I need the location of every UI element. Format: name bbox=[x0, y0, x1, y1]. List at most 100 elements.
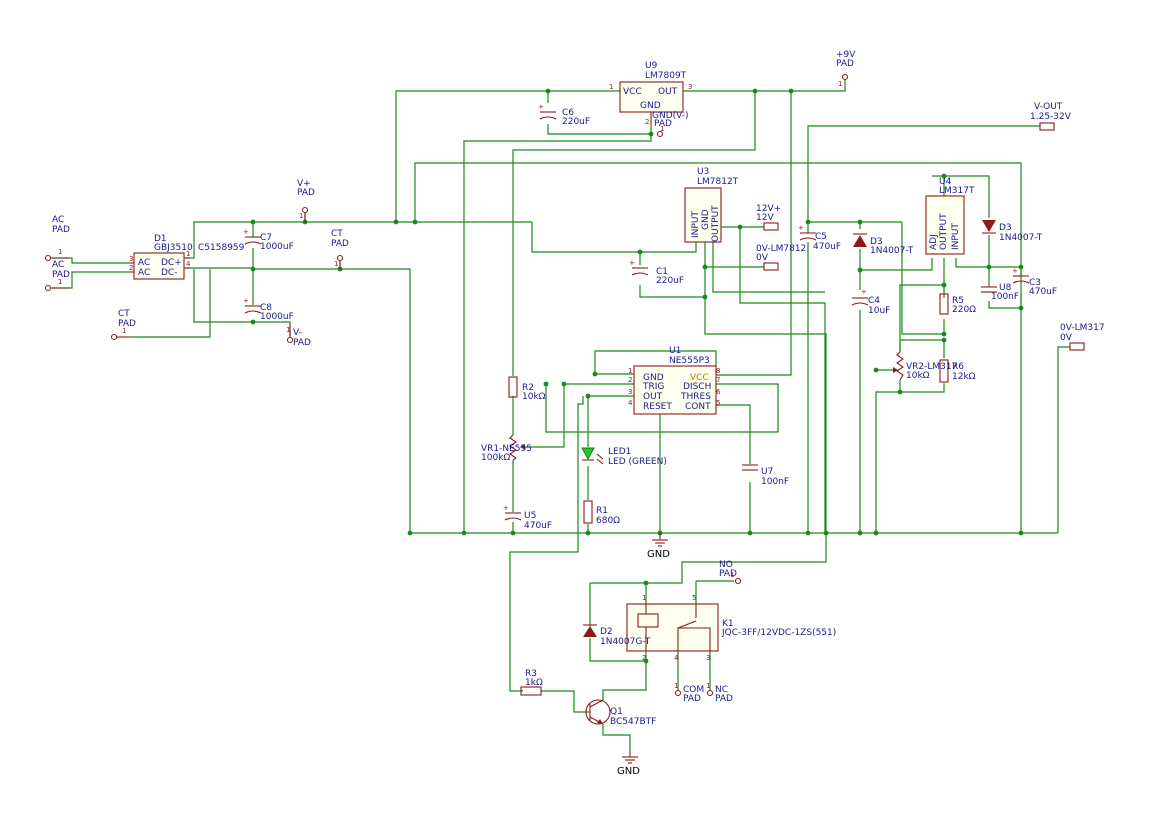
capacitor-c5: + C5 470uF bbox=[798, 224, 841, 252]
svg-text:1: 1 bbox=[660, 125, 664, 133]
timer-u1: GND TRIG OUT RESET VCC DISCH THRES CONT … bbox=[628, 346, 721, 415]
u9-pin-out: OUT bbox=[658, 87, 678, 97]
d1-pin-dcm: DC- bbox=[161, 268, 177, 278]
regulator-u4: ADJ OUTPUT INPUT U4 LM317T bbox=[925, 177, 975, 255]
ct-pad-left-value: PAD bbox=[118, 319, 136, 329]
svg-text:3: 3 bbox=[706, 654, 710, 662]
transistor-q1: Q1 BC547BTF bbox=[585, 699, 656, 727]
p9v-type: +9V bbox=[836, 50, 856, 60]
svg-text:7: 7 bbox=[716, 376, 720, 384]
svg-text:1: 1 bbox=[122, 327, 126, 335]
ct-center-value: PAD bbox=[331, 239, 349, 249]
r2-ref: R2 bbox=[522, 383, 534, 393]
capacitor-u8: U8 100nF bbox=[981, 283, 1019, 302]
resistor-r1: R1 680Ω bbox=[583, 500, 620, 526]
vminus-value: PAD bbox=[293, 338, 311, 348]
svg-text:+: + bbox=[503, 504, 509, 512]
svg-text:5: 5 bbox=[716, 399, 720, 407]
regulator-u3: INPUT GND OUTPUT U3 LM7812T bbox=[684, 167, 739, 243]
k1-ref: K1 bbox=[722, 619, 734, 629]
vr1-value: 100kΩ bbox=[481, 453, 510, 463]
d3b-value: 1N4007-T bbox=[999, 233, 1043, 243]
u1-pin-trig: TRIG bbox=[642, 382, 664, 392]
svg-text:8: 8 bbox=[716, 367, 720, 375]
ac-pad-1-type: AC bbox=[52, 215, 64, 225]
led1-value: LED (GREEN) bbox=[608, 457, 667, 467]
ct-center-type: CT bbox=[331, 229, 343, 239]
svg-text:+: + bbox=[1012, 267, 1018, 275]
svg-text:1: 1 bbox=[838, 80, 842, 88]
svg-text:1: 1 bbox=[58, 248, 62, 256]
u4-pin-adj: ADJ bbox=[929, 234, 939, 250]
capacitor-c1: + C1 220uF bbox=[629, 259, 684, 286]
wires bbox=[52, 80, 1070, 752]
nc-pad: 1 NC PAD bbox=[706, 682, 733, 704]
c6-ref: C6 bbox=[562, 108, 574, 118]
c1-value: 220uF bbox=[656, 276, 684, 286]
svg-text:3: 3 bbox=[129, 255, 133, 263]
u9-pin-vcc: VCC bbox=[623, 87, 642, 97]
u1-pin-disch: DISCH bbox=[683, 382, 711, 392]
svg-text:1: 1 bbox=[58, 278, 62, 286]
c4-value: 10uF bbox=[868, 306, 890, 316]
u8-ref: U8 bbox=[999, 283, 1012, 293]
potentiometer-vr2: VR2-LM317 10kΩ bbox=[893, 351, 957, 381]
svg-text:1: 1 bbox=[609, 83, 613, 91]
r5-ref: R5 bbox=[952, 296, 964, 306]
svg-text:3: 3 bbox=[628, 388, 632, 396]
gnd-main-label: GND bbox=[647, 549, 670, 560]
capacitor-c8: + C8 1000uF bbox=[243, 297, 294, 322]
vr2-value: 10kΩ bbox=[906, 371, 930, 381]
c3-ref: C3 bbox=[1029, 278, 1041, 288]
potentiometer-vr1: VR1-NE555 100kΩ bbox=[481, 434, 532, 463]
gndv-value: PAD bbox=[654, 119, 672, 129]
svg-text:1: 1 bbox=[299, 212, 303, 220]
r5-value: 220Ω bbox=[952, 305, 976, 315]
ground-symbol-q1: GND bbox=[617, 752, 640, 777]
svg-text:+: + bbox=[243, 228, 249, 236]
diode-d3-left: D3 1N4007-T bbox=[853, 233, 914, 256]
p12v-type: 12V+ bbox=[756, 204, 781, 214]
u1-pin-thres: THRES bbox=[680, 392, 711, 402]
u7-ref: U7 bbox=[761, 467, 773, 477]
r1-ref: R1 bbox=[596, 506, 608, 516]
u4-value: LM317T bbox=[939, 186, 975, 196]
r3-ref: R3 bbox=[525, 669, 537, 679]
vplus-pad: 1 V+ PAD bbox=[297, 179, 315, 222]
u1-pin-cont: CONT bbox=[685, 402, 711, 412]
no-value: PAD bbox=[719, 569, 737, 579]
svg-text:4: 4 bbox=[628, 399, 633, 407]
svg-text:1: 1 bbox=[706, 682, 710, 690]
u9-ref: U9 bbox=[645, 61, 658, 71]
com-type: COM bbox=[683, 685, 704, 695]
u3-pin-output: OUTPUT bbox=[711, 205, 721, 242]
u7-value: 100nF bbox=[761, 477, 789, 487]
d2-value: 1N4007G-T bbox=[600, 637, 651, 647]
ac-pad-2-value: PAD bbox=[52, 270, 70, 280]
svg-text:2: 2 bbox=[645, 118, 649, 126]
ac-pad-2: 1 AC PAD bbox=[44, 260, 70, 292]
svg-text:1: 1 bbox=[186, 250, 190, 258]
vr2-ref: VR2-LM317 bbox=[906, 362, 957, 372]
p0v12-type: 0V-LM7812 bbox=[756, 244, 806, 254]
u1-pin-gnd: GND bbox=[643, 373, 664, 383]
ct-pad-left-type: CT bbox=[118, 309, 130, 319]
svg-text:+: + bbox=[243, 297, 249, 305]
u1-ref: U1 bbox=[669, 346, 681, 356]
d1-pin-ac1: AC bbox=[138, 258, 150, 268]
led1: LED1 LED (GREEN) bbox=[581, 447, 667, 467]
c3-value: 470uF bbox=[1029, 287, 1057, 297]
ct-pad-left: 1 CT PAD bbox=[110, 309, 136, 341]
u1-pin-reset: RESET bbox=[643, 402, 672, 412]
pad-12v: 12V+ 12V bbox=[756, 204, 781, 231]
no-type: NO bbox=[719, 560, 733, 570]
p0v317-type: 0V-LM317 bbox=[1060, 323, 1105, 333]
gnd-v-pad: 1 GND(V-) PAD bbox=[652, 111, 689, 138]
u1-pin-vcc: VCC bbox=[690, 373, 709, 383]
pad-0v-lm7812: 0V-LM7812 0V bbox=[756, 244, 806, 271]
d1-pin-dcp: DC+ bbox=[161, 258, 182, 268]
u4-pin-input: INPUT bbox=[951, 223, 961, 250]
r6-value: 12kΩ bbox=[952, 372, 976, 382]
svg-text:+: + bbox=[629, 259, 635, 267]
d1-extra: C5158959 bbox=[198, 243, 245, 253]
